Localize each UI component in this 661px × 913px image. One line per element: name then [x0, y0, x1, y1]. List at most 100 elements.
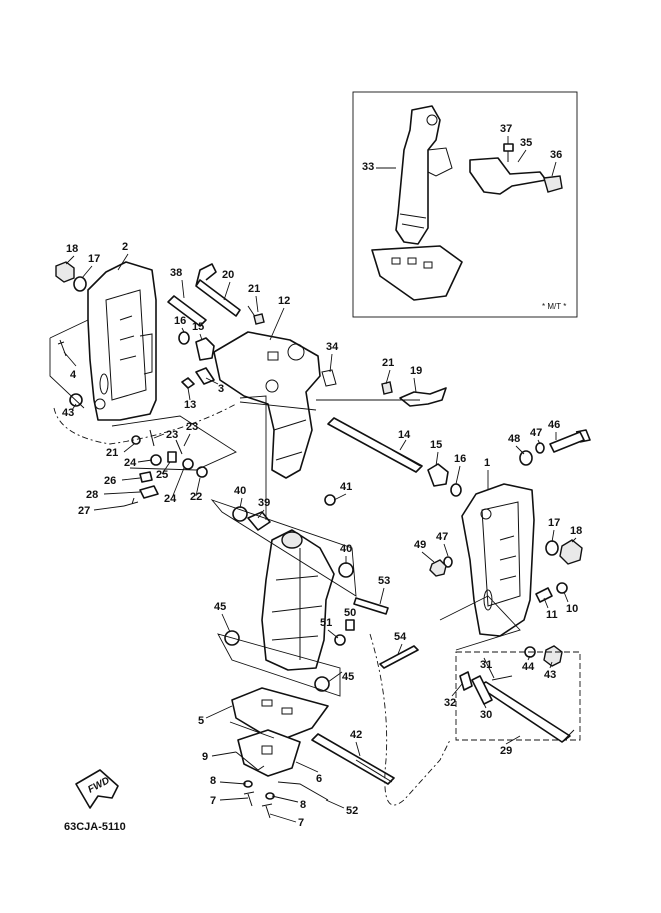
callout-8a: 8 — [210, 775, 216, 787]
callout-2: 2 — [122, 241, 128, 253]
part-21-screw — [247, 305, 265, 325]
callout-26: 26 — [104, 475, 116, 487]
part-1-clamp-bracket-right — [461, 483, 535, 637]
part-15-bushing — [195, 337, 215, 361]
part-24-washer-a — [150, 454, 162, 466]
part-21-screw-c — [131, 435, 141, 445]
part-19-lever — [399, 387, 447, 407]
callout-33: 33 — [362, 161, 374, 173]
part-41-washer — [324, 494, 336, 506]
part-47-washer — [535, 442, 545, 454]
part-25-collar — [167, 451, 177, 463]
part-42-rod — [311, 733, 395, 785]
part-10-nut — [556, 582, 568, 594]
callout-30: 30 — [480, 709, 492, 721]
part-38-bushing — [167, 295, 207, 327]
part-24-washer-b — [182, 458, 194, 470]
callout-47b: 47 — [436, 531, 448, 543]
part-9-clip — [235, 751, 265, 771]
inset-bracket-block — [371, 245, 463, 301]
part-5-plate — [231, 687, 329, 743]
callout-49: 49 — [414, 539, 426, 551]
callout-22: 22 — [190, 491, 202, 503]
inset-frame — [352, 91, 578, 318]
part-53-spring — [353, 597, 389, 615]
callout-18b: 18 — [570, 525, 582, 537]
callout-21a: 21 — [248, 283, 260, 295]
part-12-swivel-bracket — [213, 331, 321, 479]
part-23-pin-a — [149, 429, 155, 447]
part-49-nut — [429, 559, 447, 577]
callout-24a: 24 — [124, 457, 137, 469]
part-33-tilt-cylinder — [395, 105, 453, 245]
callout-10: 10 — [566, 603, 578, 615]
callout-28: 28 — [86, 489, 98, 501]
callout-3: 3 — [218, 383, 224, 395]
callout-15b: 15 — [430, 439, 442, 451]
callout-4: 4 — [70, 369, 77, 381]
callout-52: 52 — [346, 805, 358, 817]
part-3-plate — [195, 367, 215, 385]
callout-38: 38 — [170, 267, 182, 279]
part-32-spring — [459, 671, 473, 691]
part-7-screw-a — [243, 791, 255, 807]
callout-31: 31 — [480, 659, 492, 671]
callout-14: 14 — [398, 429, 411, 441]
callout-18a: 18 — [66, 243, 78, 255]
part-26-clip — [139, 471, 153, 483]
callout-46: 46 — [548, 419, 560, 431]
part-27-bolt — [123, 497, 139, 507]
callout-41: 41 — [340, 481, 352, 493]
part-31-pin — [491, 675, 513, 681]
callout-24b: 24 — [164, 493, 177, 505]
part-36-grip — [543, 175, 563, 193]
part-35-lever — [469, 157, 547, 195]
callout-23a: 23 — [166, 429, 178, 441]
callout-16a: 16 — [174, 315, 186, 327]
part-54-rod — [379, 645, 419, 669]
callout-35: 35 — [520, 137, 532, 149]
callout-8b: 8 — [300, 799, 306, 811]
part-16-washer-b — [450, 483, 462, 497]
callout-7a: 7 — [210, 795, 216, 807]
callout-43a: 43 — [62, 407, 74, 419]
callout-36: 36 — [550, 149, 562, 161]
callout-54: 54 — [394, 631, 407, 643]
part-37-screw — [503, 143, 514, 162]
callout-37: 37 — [500, 123, 512, 135]
callout-40b: 40 — [340, 543, 352, 555]
part-17-washer — [73, 276, 87, 292]
part-2-clamp-bracket-left — [87, 261, 157, 421]
callout-43b: 43 — [544, 669, 556, 681]
part-23-pin-b — [175, 439, 183, 455]
callout-20: 20 — [222, 269, 234, 281]
part-42-thread — [355, 759, 393, 783]
part-29-rod-assembly — [455, 651, 581, 743]
callout-42: 42 — [350, 729, 362, 741]
inset-label: * M/T * — [542, 302, 566, 311]
part-16-washer — [178, 331, 190, 345]
callout-29: 29 — [500, 745, 512, 757]
part-11-bolt — [535, 587, 553, 603]
callout-17b: 17 — [548, 517, 560, 529]
callout-45b: 45 — [342, 671, 354, 683]
part-45-bushing-b — [314, 676, 330, 692]
callout-21b: 21 — [382, 357, 394, 369]
part-34-label — [321, 369, 337, 387]
fwd-arrow-icon: FWD — [75, 769, 119, 809]
callout-45a: 45 — [214, 601, 226, 613]
part-52-lead-wire — [277, 781, 329, 801]
part-48-washer — [519, 450, 533, 466]
part-40-bushing-a — [232, 506, 248, 522]
part-14-tilt-tube — [327, 417, 423, 473]
callout-53: 53 — [378, 575, 390, 587]
callout-leader-lines — [63, 136, 577, 823]
callout-19: 19 — [410, 365, 422, 377]
drawing-code: 63CJA-5110 — [64, 821, 126, 833]
callout-34: 34 — [326, 341, 339, 353]
callout-48: 48 — [508, 433, 520, 445]
part-21-screw-b — [381, 381, 393, 395]
part-47-washer-b — [443, 556, 453, 568]
callout-9: 9 — [202, 751, 208, 763]
callout-44: 44 — [522, 661, 535, 673]
